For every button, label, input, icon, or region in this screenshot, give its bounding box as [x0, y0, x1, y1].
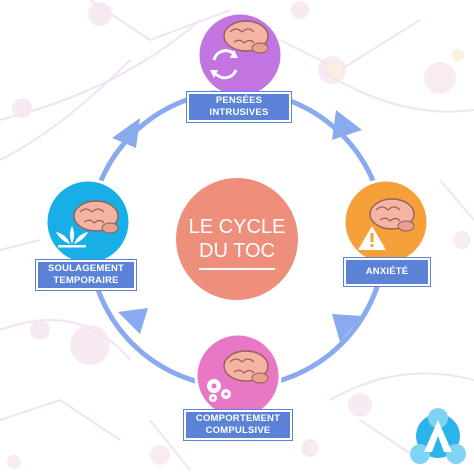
- brain-icon: [369, 198, 415, 232]
- recycle-arrows-icon: [210, 49, 238, 80]
- center-title-circle: LE CYCLE DU TOC: [176, 178, 298, 300]
- label-comportement-line2: COMPULSIVE: [205, 425, 271, 436]
- brain-icon: [73, 200, 119, 234]
- label-soulagement-line1: SOULAGEMENT: [47, 263, 125, 274]
- gears-icon: [207, 379, 231, 402]
- label-pensees-line2: INTRUSIVES: [209, 107, 269, 118]
- arrow-top-left: [112, 118, 140, 148]
- label-soulagement-line2: TEMPORAIRE: [53, 275, 119, 286]
- arrow-top-right: [332, 110, 362, 140]
- center-title-line2: DU TOC: [199, 240, 275, 262]
- arrow-bottom-right: [332, 314, 362, 342]
- label-comportement-line1: COMPORTEMENT: [195, 413, 281, 424]
- label-comportement-compulsive: COMPORTEMENT COMPULSIVE: [184, 410, 292, 440]
- label-pensees-line1: PENSÉES: [215, 95, 263, 106]
- brand-logo-icon: [410, 408, 466, 464]
- brain-icon: [223, 350, 269, 384]
- label-soulagement-temporaire: SOULAGEMENT TEMPORAIRE: [36, 260, 136, 290]
- lotus-icon: [56, 226, 88, 248]
- node-pensees: [196, 11, 284, 99]
- warning-triangle-icon: [358, 226, 386, 250]
- node-comportement: [194, 332, 282, 420]
- label-pensees-intrusives: PENSÉES INTRUSIVES: [187, 92, 291, 122]
- arrow-bottom-left: [118, 308, 148, 334]
- label-anxiete-line1: ANXIÉTÉ: [365, 266, 409, 277]
- node-soulagement: [44, 178, 132, 266]
- label-anxiete: ANXIÉTÉ: [344, 258, 430, 286]
- brain-icon: [223, 20, 269, 54]
- center-title-rule: [199, 268, 275, 270]
- node-anxiete: [342, 178, 430, 266]
- center-title-line1: LE CYCLE: [188, 216, 286, 238]
